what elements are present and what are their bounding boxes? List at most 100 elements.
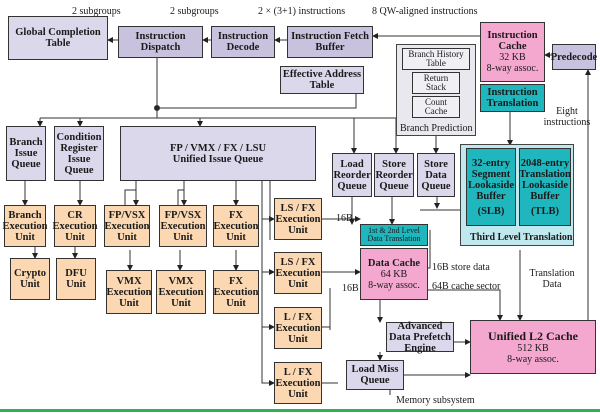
l2-assoc: 8-way assoc. [507, 353, 559, 365]
cache-sector-label: 64B cache sector [432, 281, 501, 292]
segment-lookaside-buffer: 32-entry Segment Lookaside Buffer (SLB) [466, 148, 516, 226]
unified-iq-line2: Unified Issue Queue [172, 153, 264, 165]
subgroups-label-a: 2 subgroups [72, 6, 121, 17]
bottom-rule [0, 409, 600, 412]
vmx1-label: VMX Execution Unit [106, 275, 152, 309]
global-completion-table: Global Completion Table [8, 16, 108, 60]
return-stack-label: Return Stack [423, 73, 449, 92]
predecode: Predecode [550, 44, 598, 70]
load-miss-queue: Load Miss Queue [346, 360, 404, 390]
lsfx1-label: LS / FX Execution Unit [275, 202, 321, 236]
unified-iq-line1: FP / VMX / FX / LSU [169, 142, 267, 154]
icache-title: Instruction Cache [487, 30, 538, 52]
store-reorder-queue: Store Reorder Queue [374, 153, 414, 197]
tlb-title: 2048-entry Translation Lookaside Buffer [519, 157, 571, 202]
decode-label: Instruction Decode [217, 31, 269, 53]
store-data-queue: Store Data Queue [417, 153, 455, 197]
ls-fx-execution-unit-2: LS / FX Execution Unit [274, 252, 322, 294]
cr-eu-label: CR Execution Unit [52, 209, 98, 243]
translation-lookaside-buffer: 2048-entry Translation Lookaside Buffer … [519, 148, 571, 226]
dcache-size: 64 KB [380, 268, 408, 280]
load-reorder-queue: Load Reorder Queue [332, 153, 372, 197]
instruction-cache: Instruction Cache 32 KB 8-way assoc. [480, 22, 545, 82]
lmq-label: Load Miss Queue [351, 364, 399, 386]
instruction-fetch-buffer: Instruction Fetch Buffer [287, 26, 373, 58]
instruction-decode: Instruction Decode [211, 26, 275, 58]
unified-l2-cache: Unified L2 Cache 512 KB 8-way assoc. [470, 320, 596, 374]
branch-issue-queue: Branch Issue Queue [6, 126, 46, 181]
ls-fx-execution-unit-1: LS / FX Execution Unit [274, 198, 322, 240]
vmx2-label: VMX Execution Unit [158, 275, 204, 309]
l-fx-execution-unit-2: L / FX Execution Unit [274, 362, 322, 404]
bus-16b-label-2: 16B [342, 283, 359, 294]
count-cache: Count Cache [412, 96, 460, 118]
condition-register-issue-queue: Condition Register Issue Queue [54, 126, 104, 181]
fpvsx-execution-unit-2: FP/VSX Execution Unit [159, 205, 207, 247]
fx2-label: FX Execution Unit [213, 275, 259, 309]
branch-iq-label: Branch Issue Queue [9, 137, 43, 170]
vmx-execution-unit-1: VMX Execution Unit [106, 270, 152, 314]
branch-history-table: Branch History Table [402, 48, 470, 70]
eat-label: Effective Address Table [282, 69, 362, 91]
fpvsx1-label: FP/VSX Execution Unit [104, 209, 150, 243]
crypto-unit: Crypto Unit [10, 258, 50, 300]
branch-prediction-label: Branch Prediction [400, 123, 473, 134]
icache-size: 32 KB [499, 52, 526, 63]
bht-label: Branch History Table [408, 49, 464, 68]
fx-execution-unit-1: FX Execution Unit [213, 205, 259, 247]
fpvsx2-label: FP/VSX Execution Unit [160, 209, 206, 243]
dfu-unit: DFU Unit [56, 258, 96, 300]
l2-title: Unified L2 Cache [488, 328, 578, 343]
translation-data-label: Translation Data [529, 268, 575, 290]
fx-execution-unit-2: FX Execution Unit [213, 270, 259, 314]
prefetch-label: Advanced Data Prefetch Engine [389, 320, 451, 354]
lfx2-label: L / FX Execution Unit [275, 366, 321, 400]
dtrans-label: 1st & 2nd Level Data Translation [367, 226, 421, 243]
srq-label: Store Reorder Queue [375, 158, 413, 192]
l-fx-execution-unit-1: L / FX Execution Unit [274, 307, 322, 349]
unified-issue-queue: FP / VMX / FX / LSU Unified Issue Queue [120, 126, 316, 181]
lfx1-label: L / FX Execution Unit [275, 311, 321, 345]
fetch-buffer-label: Instruction Fetch Buffer [291, 31, 369, 53]
slb-title: 32-entry Segment Lookaside Buffer [467, 157, 515, 202]
cr-iq-label: Condition Register Issue Queue [56, 131, 102, 176]
fx1-label: FX Execution Unit [213, 209, 259, 243]
l2-size: 512 KB [517, 342, 549, 354]
lrq-label: Load Reorder Queue [333, 158, 371, 192]
return-stack: Return Stack [412, 72, 460, 94]
sdq-label: Store Data Queue [421, 158, 451, 192]
memory-subsystem-label: Memory subsystem [396, 395, 475, 406]
gct-label: Global Completion Table [15, 27, 101, 49]
subgroups-label-b: 2 subgroups [170, 6, 219, 17]
effective-address-table: Effective Address Table [280, 66, 364, 94]
data-translation: 1st & 2nd Level Data Translation [360, 224, 428, 246]
instructions-label: 2 × (3+1) instructions [258, 6, 346, 17]
bus-16b-label-1: 16B [336, 213, 353, 224]
branch-eu-label: Branch Execution Unit [2, 209, 48, 243]
slb-abbr: (SLB) [477, 205, 505, 217]
fpvsx-execution-unit-1: FP/VSX Execution Unit [104, 205, 150, 247]
crypto-label: Crypto Unit [13, 268, 47, 290]
data-prefetch-engine: Advanced Data Prefetch Engine [386, 320, 454, 354]
icache-assoc: 8-way assoc. [486, 63, 539, 74]
store-data-label: 16B store data [432, 262, 490, 273]
tlb-abbr: (TLB) [530, 205, 559, 217]
dispatch-label: Instruction Dispatch [135, 31, 186, 53]
eight-instructions-label: Eight instructions [543, 106, 591, 128]
vmx-execution-unit-2: VMX Execution Unit [156, 270, 206, 314]
dcache-assoc: 8-way assoc. [368, 279, 420, 291]
itrans-label: Instruction Translation [486, 87, 539, 109]
instruction-translation: Instruction Translation [480, 84, 545, 112]
count-cache-label: Count Cache [424, 97, 448, 116]
branch-execution-unit: Branch Execution Unit [2, 205, 48, 247]
dcache-title: Data Cache [367, 257, 421, 269]
dfu-label: DFU Unit [65, 268, 87, 290]
instruction-dispatch: Instruction Dispatch [118, 26, 203, 58]
predecode-label: Predecode [550, 51, 598, 63]
cr-execution-unit: CR Execution Unit [52, 205, 98, 247]
data-cache: Data Cache 64 KB 8-way assoc. [360, 248, 428, 300]
third-level-translation-label: Third Level Translation [470, 232, 573, 243]
lsfx2-label: LS / FX Execution Unit [275, 256, 321, 290]
qw-aligned-label: 8 QW-aligned instructions [372, 6, 478, 17]
